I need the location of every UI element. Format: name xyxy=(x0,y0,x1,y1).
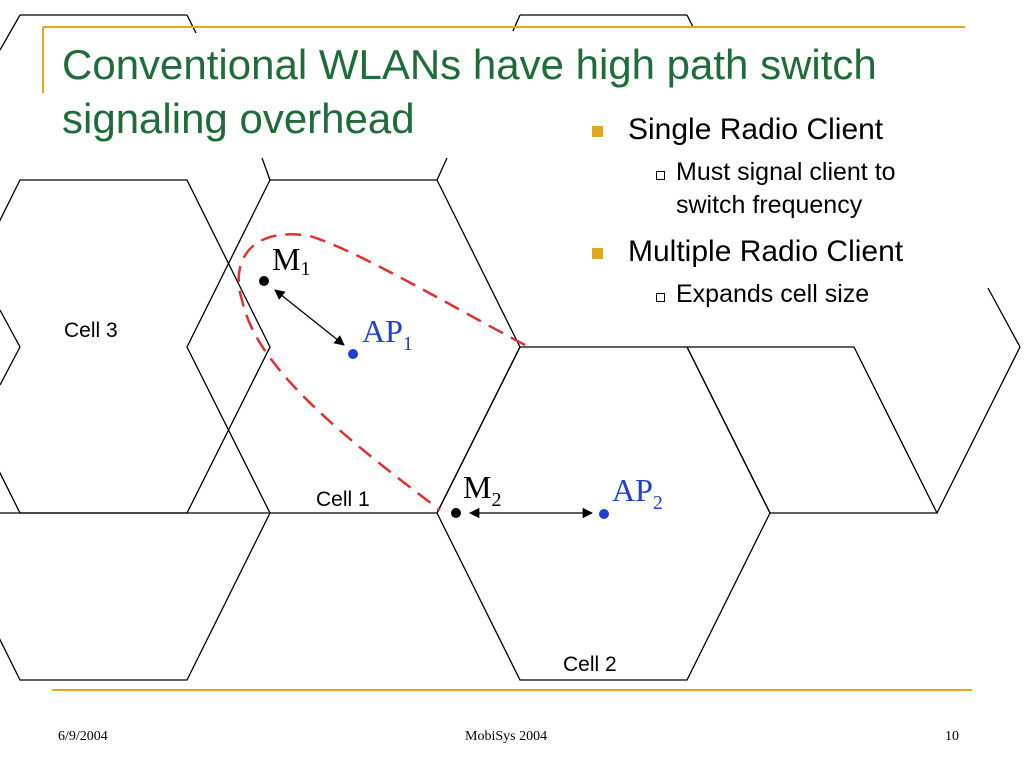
ap2-label: AP2 xyxy=(612,472,663,514)
hex-cell-1 xyxy=(186,179,521,514)
sub-bullet-list: Expands cell size xyxy=(628,278,1010,311)
sub-bullet-signal-client: Must signal client to switch frequency xyxy=(628,156,1010,222)
cell-3-label: Cell 3 xyxy=(64,319,118,342)
hex-edge-top-mid xyxy=(512,14,521,32)
bullet-text: Single Radio Client xyxy=(628,113,884,146)
hex-cell-3 xyxy=(0,179,271,514)
m2-label: M2 xyxy=(463,469,501,511)
hex-edge-top-mid-3 xyxy=(686,14,694,28)
m2-dot xyxy=(451,508,461,518)
square-bullet-icon xyxy=(592,248,603,259)
hex-edge-left-a xyxy=(0,309,21,348)
cell-2-label: Cell 2 xyxy=(563,653,617,676)
slide-title: Conventional WLANs have high path switch… xyxy=(62,38,962,146)
m1-label: M1 xyxy=(272,241,310,280)
hex-edge-far-right xyxy=(987,287,1021,348)
bullet-single-radio: Single Radio Client Must signal client t… xyxy=(590,110,1010,222)
title-line-2: signaling overhead xyxy=(62,95,415,142)
hex-cell-lower-left xyxy=(0,512,272,681)
hex-edge-top-left-3 xyxy=(186,14,197,34)
bullet-list: Single Radio Client Must signal client t… xyxy=(590,110,1010,321)
dashed-expanded-cell-outline xyxy=(237,233,526,511)
sub-bullet-list: Must signal client to switch frequency xyxy=(628,156,1010,222)
ap2-dot xyxy=(599,509,609,519)
ap1-label: AP1 xyxy=(362,313,413,355)
m1-dot xyxy=(259,276,269,286)
title-line-1: Conventional WLANs have high path switch xyxy=(62,41,877,88)
hex-edge-under-title xyxy=(261,157,271,181)
ap1-dot xyxy=(348,349,358,359)
hex-edge-under-title-2 xyxy=(436,157,448,181)
bullet-text: Multiple Radio Client xyxy=(628,235,904,268)
sub-bullet-line-1: Must signal client to xyxy=(676,158,896,186)
hex-cell-right xyxy=(685,346,939,514)
sub-bullet-line-2: switch frequency xyxy=(676,191,863,219)
m1-ap1-link-arrow xyxy=(274,289,345,346)
footer-conference: MobiSys 2004 xyxy=(465,729,548,744)
bullet-multiple-radio: Multiple Radio Client Expands cell size xyxy=(590,232,1010,311)
square-bullet-icon xyxy=(592,126,603,137)
hollow-square-bullet-icon xyxy=(656,293,665,302)
sub-bullet-expands-cell: Expands cell size xyxy=(628,278,1010,311)
footer-date: 6/9/2004 xyxy=(58,729,108,744)
sub-bullet-line-1: Expands cell size xyxy=(676,280,870,308)
hex-edge-left-b xyxy=(0,346,21,386)
footer-page-number: 10 xyxy=(945,729,959,744)
hex-edge-far-right-2 xyxy=(936,346,1021,514)
cell-1-label: Cell 1 xyxy=(316,488,370,511)
hollow-square-bullet-icon xyxy=(656,171,665,180)
hex-edge-top-left xyxy=(0,14,21,51)
